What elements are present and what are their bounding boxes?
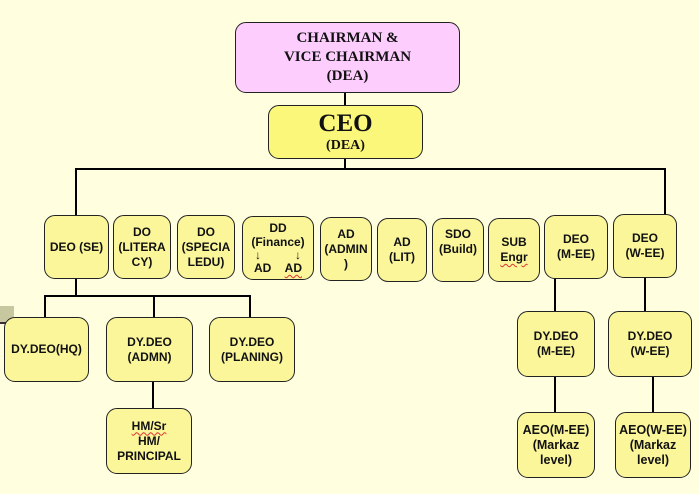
connector-chair-ceo <box>344 92 346 106</box>
node-label: DO <box>133 224 151 239</box>
node-deo-se: DEO (SE) <box>44 215 109 279</box>
node-label: DEO (SE) <box>49 239 104 254</box>
node-label: DD <box>269 221 287 235</box>
node-label: (Build) <box>439 242 477 256</box>
ceo-title: CEO <box>318 110 373 137</box>
connector-bus-deo-se <box>75 168 77 216</box>
node-dy-deo-admn: DY.DEO (ADMN) <box>106 317 193 382</box>
chairman-line-1: CHAIRMAN & <box>296 30 399 46</box>
connector-top-bus <box>75 168 666 170</box>
arrow-down-icon: ↓ <box>295 248 301 262</box>
connector-deo-m-ee-down <box>554 278 556 312</box>
node-dy-deo-hq: DY.DEO(HQ) <box>4 317 89 382</box>
node-label: (Markaz <box>532 437 580 452</box>
connector-deo-se-down <box>75 278 77 296</box>
node-label: SUB <box>501 235 527 249</box>
node-label: DY.DEO(HQ) <box>11 342 82 356</box>
node-label: CY) <box>131 254 153 269</box>
chairman-box: CHAIRMAN & VICE CHAIRMAN (DEA) <box>235 22 460 93</box>
node-label: DO <box>197 224 215 239</box>
node-label: (M-EE) <box>557 247 595 261</box>
connector-to-dy-planing <box>249 295 251 317</box>
node-label: (W-EE) <box>630 344 670 358</box>
node-label: (M-EE) <box>537 344 575 358</box>
arrow-down-icon: ↓ <box>255 248 261 262</box>
node-label: (LIT) <box>389 250 415 264</box>
node-label: (Markaz <box>629 437 677 452</box>
node-label: SDO <box>444 227 471 241</box>
node-deo-w-ee: DEO (W-EE) <box>613 214 677 278</box>
node-label-part: HM/Sr <box>131 418 167 433</box>
node-hm-principal: HM/Sr HM/ PRINCIPAL <box>106 408 192 474</box>
node-dd-finance: DD (Finance) ↓ ↓ AD AD <box>242 216 314 280</box>
node-label: (SPECIA <box>181 239 231 254</box>
node-label: DY.DEO <box>627 329 673 343</box>
node-ad-lit: AD (LIT) <box>377 218 427 282</box>
node-deo-m-ee: DEO (M-EE) <box>544 215 608 279</box>
node-label: (W-EE) <box>625 246 665 260</box>
connector-to-dy-hq <box>44 295 46 317</box>
connector-dy-w-ee-aeo <box>652 376 654 412</box>
node-dy-deo-planing: DY.DEO (PLANING) <box>209 317 295 382</box>
node-label: DEO <box>562 232 589 246</box>
node-do-literacy: DO (LITERA CY) <box>113 215 171 279</box>
node-label: DEO <box>631 231 658 245</box>
connector-admn-hm <box>152 382 154 408</box>
node-sub-engr: SUB Engr <box>488 218 540 282</box>
node-label: AEO(M-EE) <box>522 422 590 437</box>
down-arrows: ↓ ↓ <box>255 249 301 261</box>
ad-children: AD AD <box>254 261 302 275</box>
node-label: LEDU) <box>187 254 225 269</box>
node-ad-admin: AD (ADMIN ) <box>320 217 372 281</box>
node-aeo-w-ee: AEO(W-EE) (Markaz level) <box>615 412 691 478</box>
ceo-subtitle: (DEA) <box>326 138 365 153</box>
connector-dy-m-ee-aeo <box>554 376 556 412</box>
node-do-special-edu: DO (SPECIA LEDU) <box>177 215 235 279</box>
node-label: level) <box>637 452 669 467</box>
node-label: (Finance) <box>251 235 305 249</box>
connector-deo-w-ee-down <box>644 278 646 312</box>
node-label: DY.DEO <box>533 329 579 343</box>
chairman-line-3: (DEA) <box>326 68 369 84</box>
node-label: AD <box>393 235 411 249</box>
node-label: ) <box>344 256 348 271</box>
node-label: HM/Sr HM/ <box>131 418 167 448</box>
child-ad-2: AD <box>284 261 302 275</box>
node-label: (ADMIN <box>324 241 368 256</box>
node-label: (ADMN) <box>127 349 172 364</box>
node-label: PRINCIPAL <box>117 448 181 463</box>
connector-bus-deo-w-ee <box>664 168 666 216</box>
node-dy-deo-m-ee: DY.DEO (M-EE) <box>517 311 595 377</box>
connector-to-dy-admn <box>153 295 155 317</box>
node-label: DY.DEO <box>229 334 275 349</box>
node-label: DY.DEO <box>127 334 172 349</box>
node-label: level) <box>540 452 572 467</box>
node-label: AEO(W-EE) <box>619 422 687 437</box>
node-label: Engr <box>500 250 528 264</box>
left-edge-mark <box>0 322 6 324</box>
chairman-line-2: VICE CHAIRMAN <box>283 49 412 65</box>
node-label: (PLANING) <box>221 349 283 364</box>
node-label: (LITERA <box>118 239 166 254</box>
ceo-box: CEO (DEA) <box>268 105 423 159</box>
connector-deo-se-bus <box>44 295 251 297</box>
node-dy-deo-w-ee: DY.DEO (W-EE) <box>608 311 692 377</box>
node-aeo-m-ee: AEO(M-EE) (Markaz level) <box>517 412 595 478</box>
node-label: AD <box>337 226 355 241</box>
node-sdo-build: SDO (Build) <box>432 218 484 282</box>
connector-ceo-bus <box>344 158 346 170</box>
child-ad-1: AD <box>254 261 272 275</box>
